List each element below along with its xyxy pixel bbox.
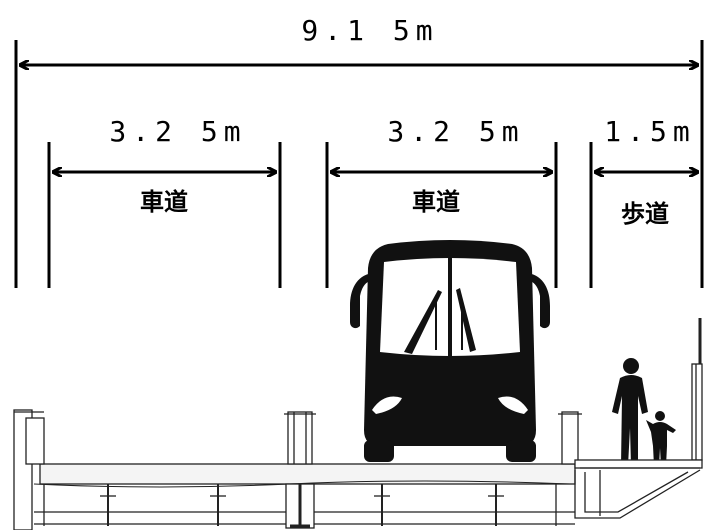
bus-front-icon xyxy=(350,240,550,462)
median-post xyxy=(287,411,313,465)
total-width-label: 9.1 5m xyxy=(301,14,438,47)
adult-and-child-icon xyxy=(612,358,676,466)
sidewalk-bracket xyxy=(574,469,701,519)
total-width-dimension: 9.1 5m xyxy=(14,14,704,288)
lane2-width-label: 3.2 5m xyxy=(387,115,524,148)
bridge-cross-section xyxy=(13,318,703,530)
lane1-dimension: 3.2 5m 車道 xyxy=(47,115,282,288)
lane2-dimension: 3.2 5m 車道 xyxy=(325,115,558,288)
deck-slab xyxy=(39,463,576,485)
sidewalk-width-label: 1.5m xyxy=(604,115,695,148)
lane1-label: 車道 xyxy=(140,188,188,216)
sidewalk-label: 歩道 xyxy=(621,200,669,228)
sidewalk-deck xyxy=(574,459,703,469)
lane1-width-label: 3.2 5m xyxy=(109,115,246,148)
right-barrier xyxy=(561,411,579,465)
sidewalk-dimension: 1.5m 歩道 xyxy=(589,115,698,288)
lane2-label: 車道 xyxy=(412,188,460,216)
